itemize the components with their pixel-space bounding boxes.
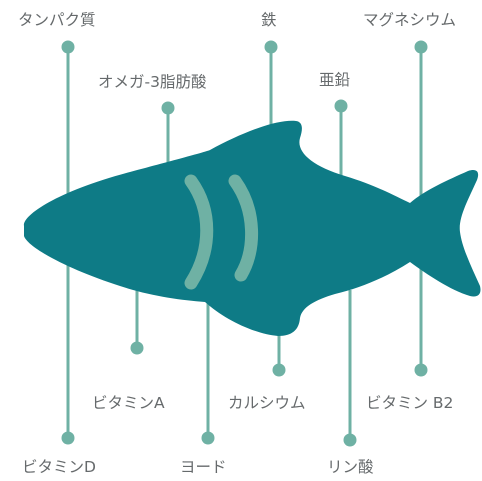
label-phosphorus: リン酸 — [327, 458, 374, 476]
gill-arcs — [184, 174, 259, 290]
label-vitamin-b2: ビタミン B2 — [366, 394, 454, 412]
vitamin-a-dot — [130, 341, 144, 355]
label-vitamin-a: ビタミンA — [92, 394, 165, 412]
label-iron: 鉄 — [261, 11, 277, 29]
vitamin-d-dot — [61, 431, 75, 445]
omega3-dot — [161, 101, 175, 115]
connector-lines — [61, 40, 428, 447]
label-iodine: ヨード — [180, 458, 227, 476]
label-zinc: 亜鉛 — [319, 71, 351, 89]
label-omega3: オメガ-3脂肪酸 — [98, 73, 207, 91]
vitamin-b2-dot — [414, 363, 428, 377]
label-calcium: カルシウム — [228, 394, 306, 412]
phosphorus-dot — [343, 433, 357, 447]
label-magnesium: マグネシウム — [363, 11, 457, 29]
gill-arc-back — [228, 174, 259, 282]
iodine-dot — [201, 431, 215, 445]
label-vitamin-d: ビタミンD — [22, 458, 96, 476]
protein-dot — [61, 40, 75, 54]
gill-arc-front — [184, 174, 214, 290]
label-protein: タンパク質 — [18, 11, 96, 29]
calcium-dot — [272, 363, 286, 377]
iron-dot — [264, 40, 278, 54]
magnesium-dot — [414, 40, 428, 54]
zinc-dot — [334, 99, 348, 113]
